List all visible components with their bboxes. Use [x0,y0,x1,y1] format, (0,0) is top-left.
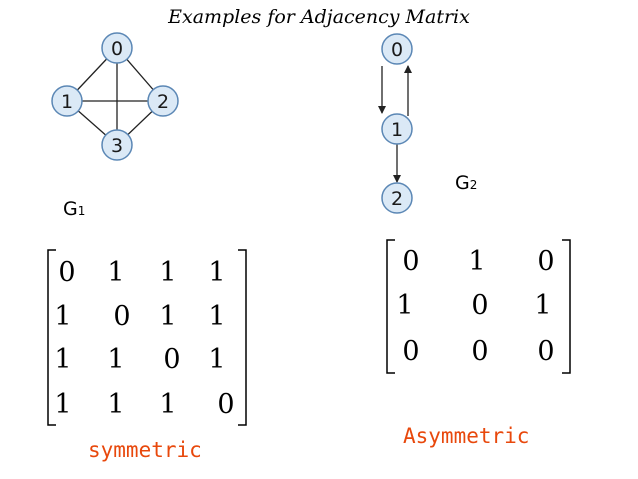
g2-label-name: G [455,172,470,194]
matrix-cell: 1 [208,344,225,375]
g2-label: G2 [455,172,477,194]
g2-right-bracket [562,239,571,374]
g1-matrix-brackets [47,249,247,426]
g1-right-bracket [238,249,247,426]
matrix-cell: 1 [208,257,225,288]
matrix-cell: 1 [159,389,176,420]
g1-node: 1 [51,85,83,117]
g1-caption: symmetric [88,438,202,462]
g2-node: 2 [381,182,413,214]
g1-node: 0 [101,32,133,64]
matrix-cell: 1 [107,257,124,288]
g2-matrix: 0 1 0 1 0 1 0 0 0 [396,246,554,367]
matrix-cell: 1 [54,301,71,332]
g1-label: G1 [63,198,85,220]
matrix-cell: 0 [471,290,488,321]
svg-text:0: 0 [111,38,123,60]
svg-text:2: 2 [391,188,403,210]
g2-caption: Asymmetric [403,424,530,448]
g2-node: 1 [381,113,413,145]
matrix-cell: 0 [537,336,554,367]
matrix-cell: 1 [534,290,551,321]
g2-edges [378,65,412,183]
matrix-cell: 0 [113,301,130,332]
g2-left-bracket [386,239,395,374]
matrix-cell: 0 [402,246,419,277]
matrix-cell: 0 [163,344,180,375]
matrix-cell: 1 [159,257,176,288]
matrix-cell: 0 [471,336,488,367]
svg-text:0: 0 [391,39,403,61]
g1-matrix: 0 1 1 1 1 0 1 1 1 1 0 1 1 1 1 0 [54,257,234,420]
svg-text:2: 2 [157,91,169,113]
matrix-cell: 1 [107,344,124,375]
g2-matrix-brackets [386,239,571,374]
matrix-cell: 1 [208,301,225,332]
g1-node: 3 [101,129,133,161]
matrix-cell: 1 [54,344,71,375]
g1-node: 2 [147,85,179,117]
matrix-cell: 1 [468,246,485,277]
matrix-cell: 1 [159,301,176,332]
g2-label-subscript: 2 [469,178,478,192]
g1-label-subscript: 1 [77,204,86,218]
g2-node: 0 [381,33,413,65]
matrix-cell: 0 [537,246,554,277]
matrix-cell: 1 [396,290,413,321]
svg-text:3: 3 [111,135,123,157]
svg-text:1: 1 [391,119,403,141]
matrix-cell: 0 [217,389,234,420]
matrix-cell: 1 [107,389,124,420]
g1-label-name: G [63,198,78,220]
matrix-cell: 1 [54,389,71,420]
matrix-cell: 0 [402,336,419,367]
matrix-cell: 0 [58,257,75,288]
svg-text:1: 1 [61,91,73,113]
slide-title: Examples for Adjacency Matrix [168,6,470,28]
g1-left-bracket [47,249,56,426]
